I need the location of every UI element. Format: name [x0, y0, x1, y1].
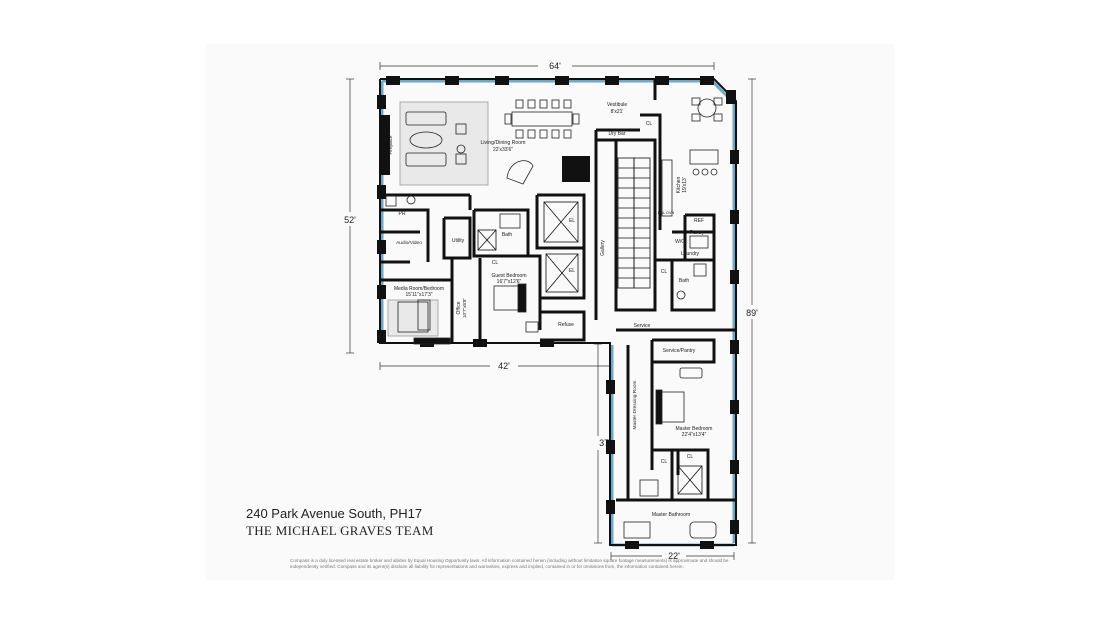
room-audio-video: Audio/Video: [396, 240, 422, 246]
room-service-pantry: Service/Pantry: [663, 348, 696, 354]
room-living-name: Living/Dining Room: [481, 140, 526, 146]
room-gallery: Gallery: [600, 240, 606, 256]
dim-right-height: 89': [746, 308, 758, 318]
disclaimer: Compass is a duly licensed real estate b…: [290, 558, 810, 570]
room-refuse: Refuse: [558, 322, 574, 328]
room-labels: Living/Dining Room 22'x33'6" Vestibule 8…: [388, 102, 712, 518]
room-el-1: EL: [569, 218, 575, 224]
room-dressing: Master Dressing Room: [632, 380, 638, 429]
room-guest-name: Guest Bedroom: [491, 273, 526, 279]
room-vestibule-size: 8'x21': [611, 109, 624, 115]
room-pantry: Pantry: [690, 230, 705, 236]
furniture: [385, 97, 723, 539]
room-dbl-oven: DBL OVN: [658, 211, 675, 215]
dim-left-height: 52': [344, 215, 356, 225]
room-service: Service: [634, 323, 651, 329]
listing-team: THE MICHAEL GRAVES TEAM: [246, 523, 434, 538]
living-rug: [399, 101, 489, 186]
room-kitchen-size: 19'x13': [682, 177, 688, 193]
dim-bottom-width: 22': [668, 551, 680, 561]
room-el-2: EL: [569, 268, 575, 274]
elevators: [477, 201, 703, 495]
room-living-size: 22'x33'6": [493, 147, 513, 153]
room-ref: REF: [694, 218, 704, 224]
dim-top-width: 64': [549, 61, 561, 71]
dim-mid-width: 42': [498, 361, 510, 371]
stair: [617, 157, 651, 289]
room-cl-4: CL: [661, 459, 668, 465]
room-cl-1: CL: [646, 121, 653, 127]
disclaimer-line-1: Compass is a duly licensed real estate b…: [290, 558, 729, 563]
listing-address: 240 Park Avenue South, PH17: [246, 506, 423, 521]
interior-walls: [380, 80, 736, 502]
room-cl-3: CL: [661, 269, 668, 275]
room-master-name: Master Bedroom: [676, 426, 713, 432]
dim-wing-height: 37': [599, 438, 611, 448]
room-bath-2: Bath: [679, 278, 690, 284]
room-cl-5: CL: [687, 454, 694, 460]
room-laundry: Laundry: [681, 251, 700, 257]
room-office-name: Office: [456, 301, 462, 314]
room-master-bath: Master Bathroom: [652, 512, 690, 518]
room-office-size: 10'7"x8'8": [462, 298, 467, 318]
room-media-size: 15'11"x17'3": [405, 292, 432, 298]
room-dry-bar: Dry Bar: [609, 131, 626, 137]
room-kitchen-name: Kitchen: [676, 176, 682, 193]
room-media-name: Media Room/Bedroom: [394, 286, 444, 292]
room-fireplace: Fireplace: [388, 135, 393, 154]
disclaimer-line-2: independently verified. Compass and its …: [290, 564, 684, 569]
room-cl-2: CL: [492, 260, 499, 266]
room-wc: W/C: [675, 239, 685, 245]
room-master-size: 22'4"x13'4": [682, 432, 707, 438]
room-utility: Utility: [452, 238, 465, 244]
room-bath-1: Bath: [502, 232, 513, 238]
room-vestibule-name: Vestibule: [607, 102, 628, 108]
room-pr: PR: [399, 211, 406, 217]
room-guest-size: 16'7"x12'6": [497, 279, 522, 285]
